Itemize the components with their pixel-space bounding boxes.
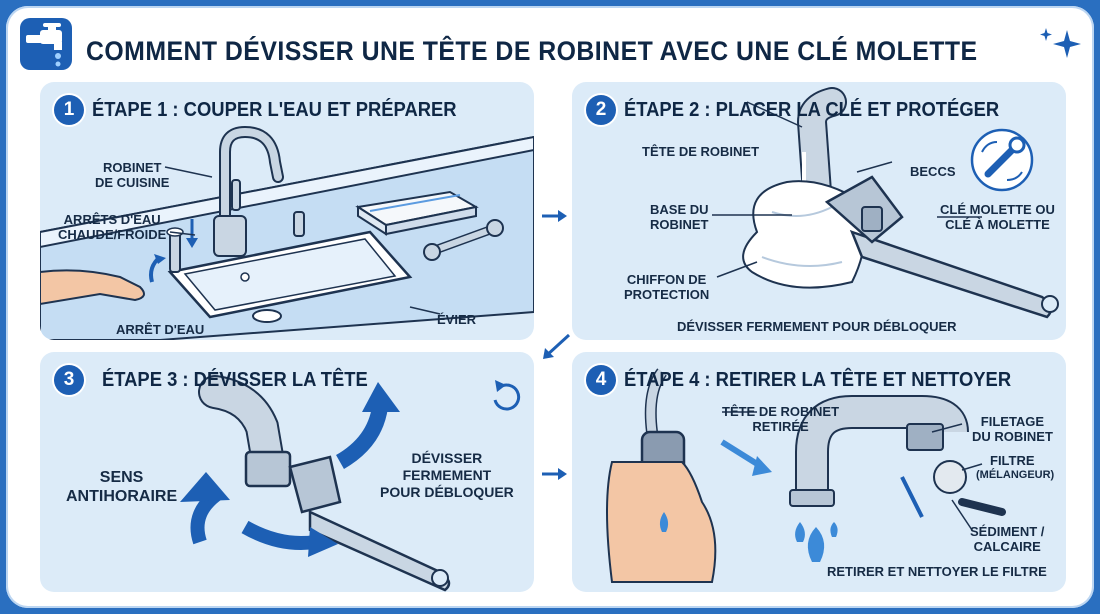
label-kitchen-faucet: ROBINET DE CUISINE — [95, 160, 170, 190]
label-sink: ÉVIER — [437, 312, 477, 327]
label-faucet-head: TÊTE DE ROBINET — [642, 144, 760, 159]
step-1-title: ÉTAPE 1 : COUPER L'EAU ET PRÉPARER — [92, 99, 457, 121]
step-4-title: ÉTAPE 4 : RETIRER LA TÊTE ET NETTOYER — [624, 369, 1012, 391]
label-faucet-base: BASE DU ROBINET — [650, 202, 709, 232]
unscrewing-illustration — [180, 375, 521, 592]
step-2-panel: 2 ÉTAPE 2 : PLACER LA CLÉ ET PROTÉGER TÊ… — [572, 82, 1066, 340]
step-1-panel: 1 ÉTAPE 1 : COUPER L'EAU ET PRÉPARER ROB… — [40, 82, 534, 340]
label-counterclockwise: SENS ANTIHORAIRE — [66, 469, 178, 505]
step-3-instruction: DÉVISSER FERMEMENT POUR DÉBLOQUER — [380, 450, 514, 500]
step-2-badge: 2 — [586, 95, 616, 125]
step-3-badge: 3 — [54, 365, 84, 395]
label-shutoff: ARRÊT D'EAU — [116, 322, 205, 337]
step-2-title: ÉTAPE 2 : PLACER LA CLÉ ET PROTÉGER — [624, 99, 1000, 121]
label-mixer: (MÉLANGEUR) — [976, 469, 1055, 481]
arrow-right-icon — [542, 468, 567, 480]
label-water-valves: ARRÊTS D'EAU CHAUDE/FROIDE — [58, 212, 167, 242]
label-protection-cloth: CHIFFON DE PROTECTION — [624, 272, 710, 302]
arrow-down-left-icon — [543, 333, 571, 359]
step-4-panel: 4 ÉTAPE 4 : RETIRER LA TÊTE ET NETTOYER … — [572, 352, 1066, 592]
step-4-badge: 4 — [586, 365, 616, 395]
sparkle-icon — [1040, 28, 1081, 58]
step-2-caption: DÉVISSER FERMEMENT POUR DÉBLOQUER — [677, 319, 957, 334]
remove-and-clean-illustration — [606, 368, 1006, 583]
step-3-title: ÉTAPE 3 : DÉVISSER LA TÊTE — [102, 369, 368, 391]
arrow-right-icon — [542, 210, 567, 222]
label-adjustable-wrench: CLÉ MOLETTE OU CLÉ À MOLETTE — [940, 202, 1055, 232]
infographic-frame: COMMENT DÉVISSER UNE TÊTE DE ROBINET AVE… — [6, 6, 1094, 608]
rotate-icon — [493, 380, 521, 411]
label-sediment: SÉDIMENT / CALCAIRE — [970, 524, 1045, 554]
faucet-icon — [20, 18, 72, 70]
label-removed-head: TÊTE DE ROBINET RETIRÉE — [722, 404, 840, 434]
label-filter: FILTRE — [990, 453, 1035, 468]
kitchen-sink-illustration — [40, 125, 534, 340]
step-3-panel: 3 ÉTAPE 3 : DÉVISSER LA TÊTE SENS ANTIHO… — [40, 352, 534, 592]
wrench-on-faucet-illustration — [712, 87, 1059, 319]
label-faucet-thread: FILETAGE DU ROBINET — [972, 414, 1053, 444]
step-1-badge: 1 — [54, 95, 84, 125]
page-title: COMMENT DÉVISSER UNE TÊTE DE ROBINET AVE… — [86, 36, 978, 66]
label-jaws: BECCS — [910, 164, 956, 179]
step-4-caption: RETIRER ET NETTOYER LE FILTRE — [827, 564, 1047, 579]
